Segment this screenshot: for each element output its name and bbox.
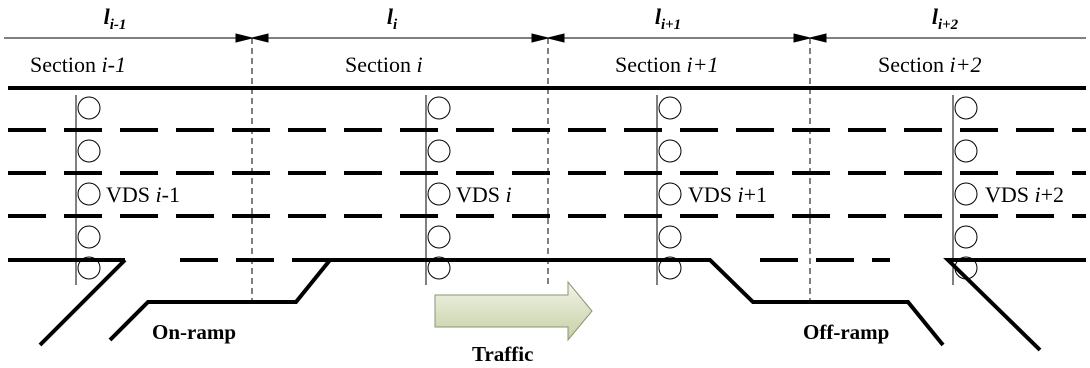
detector-station-3 — [656, 95, 682, 285]
detector-station-4 — [952, 95, 978, 285]
length-label-section-1: li-1 — [104, 4, 127, 33]
on-ramp-upper-edge — [108, 258, 945, 347]
detector-label-1: VDS i-1 — [106, 182, 180, 207]
length-label-section-3: li+1 — [655, 4, 681, 33]
on-ramp-lower-edge — [38, 258, 127, 347]
length-label-section-4: li+2 — [932, 4, 959, 33]
off-ramp-edge — [943, 258, 1086, 352]
section-label-2: Section i — [345, 52, 423, 77]
traffic-label: Traffic — [472, 342, 533, 366]
section-boundaries — [251, 38, 811, 300]
section-label-3: Section i+1 — [615, 52, 718, 77]
detector-label-2: VDS i — [456, 182, 512, 207]
detector-label-3: VDS i+1 — [688, 182, 767, 207]
length-label-section-2: li — [387, 4, 398, 33]
section-label-4: Section i+2 — [878, 52, 981, 77]
detector-station-1 — [75, 95, 101, 285]
off-ramp-label: Off-ramp — [803, 320, 889, 344]
on-ramp-label: On-ramp — [152, 320, 236, 344]
traffic-direction-arrow — [434, 280, 593, 342]
detector-station-2 — [425, 95, 451, 285]
section-label-1: Section i-1 — [30, 52, 126, 77]
road-bottom-edge — [8, 258, 1086, 352]
lane-markings — [8, 128, 1086, 262]
detector-label-4: VDS i+2 — [985, 182, 1064, 207]
section-dimension-line — [4, 33, 1086, 43]
